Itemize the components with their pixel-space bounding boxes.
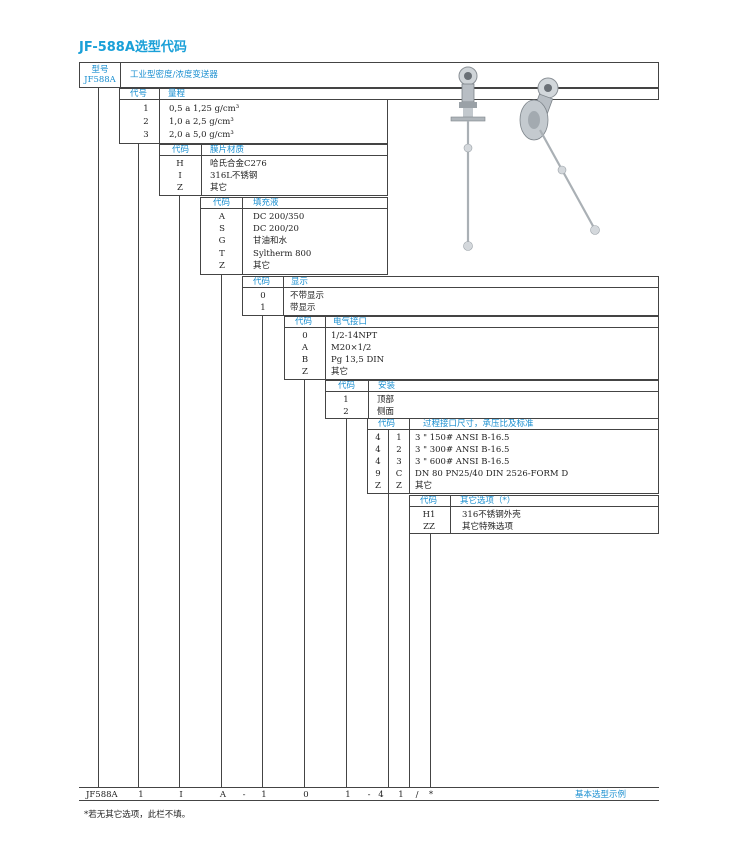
example-token: 0 [303, 790, 309, 800]
page-title: JF-588A选型代码 [79, 40, 187, 55]
example-token: / [415, 790, 419, 800]
leader-line [388, 494, 389, 787]
example-token: 1 [138, 790, 144, 800]
electrical-body [284, 328, 659, 380]
example-token: A [219, 790, 227, 800]
leader-line [221, 275, 222, 787]
range-header: 代号 量程 [119, 88, 659, 100]
process-body [367, 430, 659, 494]
diaphragm-header: 代码 膜片材质 [159, 144, 388, 156]
mount-header: 代码 安装 [325, 380, 659, 392]
top-mount-transmitter-icon [450, 66, 486, 251]
example-token: * [428, 790, 434, 800]
example-token: - [242, 790, 246, 800]
leader-line [304, 380, 305, 787]
electrical-header: 代码 电气接口 [284, 316, 659, 328]
model-description: 工业型密度/浓度变送器 [130, 70, 218, 80]
leader-line [138, 144, 139, 787]
example-token: - [367, 790, 371, 800]
mount-body [325, 392, 659, 419]
display-header: 代码 显示 [242, 276, 659, 288]
example-row [79, 787, 659, 801]
model-code: JF588A [84, 75, 116, 85]
leader-line [98, 88, 99, 787]
model-row: 型号 JF588A 工业型密度/浓度变送器 [79, 62, 659, 88]
footnote: *若无其它选项，此栏不填。 [84, 810, 191, 820]
leader-line [430, 534, 431, 787]
example-token: 1 [398, 790, 404, 800]
leader-line [346, 419, 347, 787]
example-token: JF588A [86, 790, 118, 800]
leader-line [179, 196, 180, 787]
diaphragm-body [159, 156, 388, 196]
options-body [409, 507, 659, 534]
leader-line [262, 316, 263, 787]
product-photo [450, 66, 600, 251]
fill-body [200, 209, 388, 275]
example-token: 4 [378, 790, 384, 800]
side-mount-transmitter-icon [519, 77, 600, 235]
fill-header: 代码 填充液 [200, 197, 388, 209]
display-body [242, 288, 659, 316]
example-token: I [179, 790, 183, 800]
process-header: 代码 过程接口尺寸，承压比及标准 [367, 418, 659, 430]
leader-line [409, 534, 410, 787]
example-token: 1 [345, 790, 351, 800]
range-body [119, 100, 388, 144]
options-header: 代码 其它选项（*） [409, 495, 659, 507]
model-label: 型号 [91, 65, 109, 75]
example-token: 1 [261, 790, 267, 800]
example-label: 基本选型示例 [575, 790, 627, 800]
